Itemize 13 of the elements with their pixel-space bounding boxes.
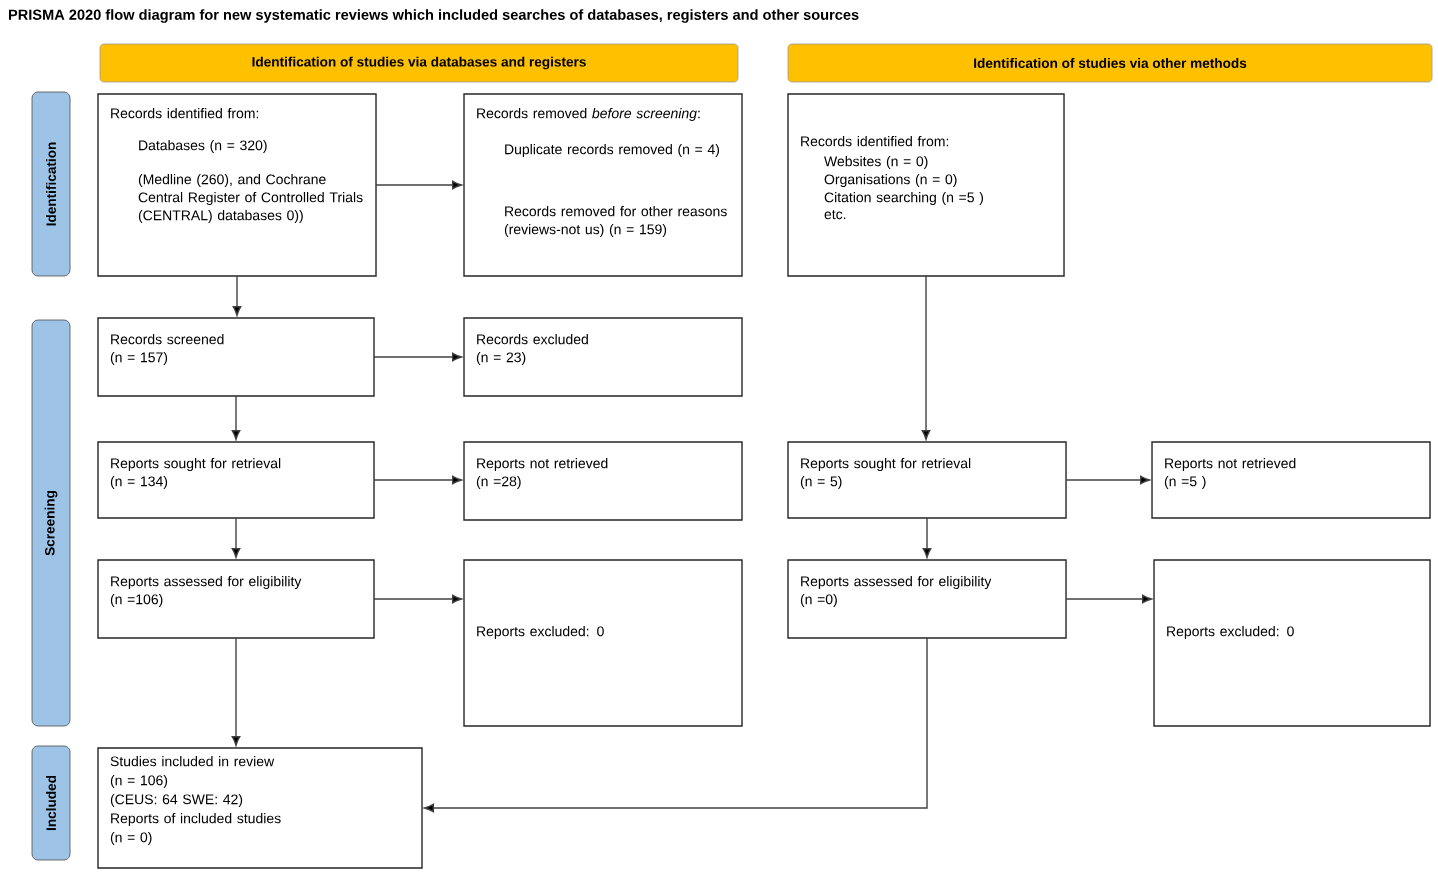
arrow [231,517,241,559]
arrow [1065,475,1151,485]
arrow [922,517,932,559]
arrow [375,180,463,190]
arrow [1065,594,1153,604]
arrow [231,395,241,441]
arrow [232,275,242,317]
arrow [423,637,928,813]
arrow [373,594,463,604]
arrow [373,475,463,485]
arrow [231,637,241,747]
arrow [373,352,463,362]
arrow [921,275,931,441]
